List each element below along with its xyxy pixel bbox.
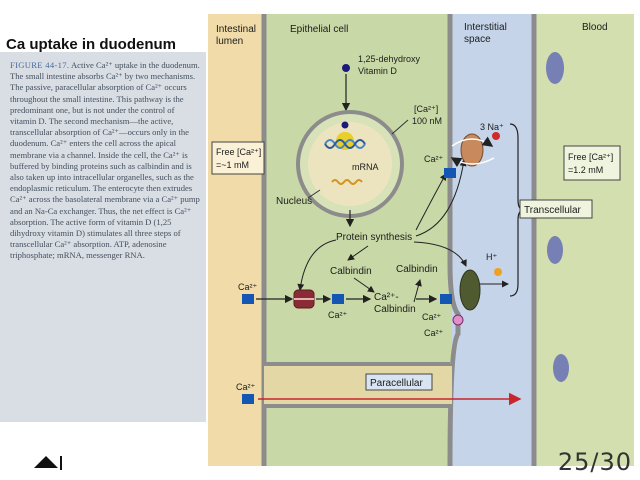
nucleus-ca-concentration-2: 100 nM bbox=[412, 116, 442, 126]
nucleus-inner bbox=[308, 122, 392, 206]
synthesis-to-channel-arrow bbox=[297, 239, 337, 291]
synthesis-to-calbindin-arrow bbox=[347, 245, 369, 261]
ca-label-lumen: Ca²⁺ bbox=[238, 282, 258, 292]
ca-er-square bbox=[444, 168, 456, 178]
ca-label-cytosol: Ca²⁺ bbox=[328, 310, 348, 320]
ca-label-pump: Ca²⁺ bbox=[424, 328, 444, 338]
exchanger-na-path bbox=[450, 157, 495, 168]
blood-cell bbox=[547, 236, 563, 264]
exchanger-ca-path bbox=[451, 136, 494, 147]
calcium-uptake-diagram: Intestinal lumen Epithelial cell Interst… bbox=[208, 14, 634, 466]
proton-ion bbox=[494, 268, 502, 276]
paracellular-label-box bbox=[365, 373, 433, 391]
interstitial-label-1: Interstitial bbox=[464, 22, 507, 33]
intestinal-lumen-region bbox=[208, 14, 264, 466]
nucleus-ca-concentration-1: [Ca²⁺] bbox=[414, 104, 438, 114]
ca-label-paracellular: Ca²⁺ bbox=[236, 382, 256, 392]
concentration-pointer bbox=[391, 119, 409, 135]
calbindin-release-arrow bbox=[413, 279, 422, 303]
textbook-page-background bbox=[0, 52, 206, 422]
transcellular-label: Transcellular bbox=[524, 205, 582, 216]
ca-cytosol-square bbox=[332, 294, 344, 304]
nucleus-pointer bbox=[307, 189, 321, 199]
free-ca-blood-2: =1.2 mM bbox=[568, 165, 603, 175]
vitamin-d-molecule bbox=[342, 64, 350, 72]
vitamin-d-label-2: Vitamin D bbox=[358, 66, 397, 76]
proton-label: H⁺ bbox=[486, 252, 497, 262]
ca-calbindin-label-2: Calbindin bbox=[374, 304, 416, 315]
blood-region bbox=[532, 14, 634, 466]
free-ca-lumen-box bbox=[211, 141, 265, 175]
slide-title: Ca uptake in duodenum bbox=[6, 36, 177, 53]
nucleus-label: Nucleus bbox=[276, 196, 312, 207]
epithelial-cell-label: Epithelial cell bbox=[290, 24, 348, 35]
caption-text: Active Ca²⁺ uptake in the duodenum. The … bbox=[10, 60, 200, 261]
ca-calbindin-label-1: Ca²⁺- bbox=[374, 292, 399, 303]
transcellular-label-box bbox=[519, 199, 593, 219]
calbindin-label-2: Calbindin bbox=[396, 264, 438, 275]
figure-caption: FIGURE 44-17. Active Ca²⁺ uptake in the … bbox=[10, 60, 202, 262]
vitamin-d-label-1: 1,25-dehydroxy bbox=[358, 54, 421, 64]
dna-helix-strand bbox=[324, 139, 366, 149]
free-ca-blood-box bbox=[563, 145, 621, 181]
mrna-label: mRNA bbox=[352, 162, 379, 172]
up-triangle-icon bbox=[34, 456, 62, 470]
free-ca-lumen-2: =~1 mM bbox=[216, 160, 249, 170]
previous-slide-button[interactable] bbox=[32, 452, 66, 472]
protein-synthesis-label: Protein synthesis bbox=[336, 232, 412, 243]
free-ca-blood-1: Free [Ca²⁺] bbox=[568, 152, 613, 162]
basolateral-membrane bbox=[447, 14, 461, 466]
tight-junction-wall bbox=[264, 362, 450, 408]
receptor-bound-vitamin-d bbox=[341, 121, 349, 129]
paracellular-label: Paracellular bbox=[370, 378, 423, 389]
na-ca-exchanger bbox=[460, 133, 484, 167]
blood-cell bbox=[546, 52, 564, 84]
ca-basolateral-square bbox=[440, 294, 452, 304]
pump-atp-site bbox=[452, 314, 464, 326]
blood-cell bbox=[553, 354, 569, 382]
calbindin-arrow-down bbox=[353, 277, 375, 293]
synthesis-to-pump-arrow bbox=[415, 159, 467, 237]
blood-label: Blood bbox=[582, 22, 608, 33]
calbindin-label-1: Calbindin bbox=[330, 266, 372, 277]
slide-counter: 25/30 bbox=[557, 448, 632, 476]
ca-paracellular-square bbox=[242, 394, 254, 404]
mrna-strand bbox=[331, 179, 363, 185]
lumen-label-1: Intestinal bbox=[216, 24, 256, 35]
ca-label-er: Ca²⁺ bbox=[424, 154, 444, 164]
vitamin-d-receptor bbox=[336, 132, 354, 150]
figure-label: FIGURE 44-17. bbox=[10, 60, 70, 70]
ca-atpase-pump bbox=[459, 269, 481, 311]
interstitial-label-2: space bbox=[464, 34, 491, 45]
lumen-label-2: lumen bbox=[216, 36, 243, 47]
ca-label-exchanger: Ca²⁺ bbox=[422, 312, 442, 322]
free-ca-lumen-1: Free [Ca²⁺] bbox=[216, 147, 261, 157]
sodium-label: 3 Na⁺ bbox=[480, 122, 504, 132]
synthesis-to-exchanger-arrow bbox=[413, 241, 467, 267]
ca-lumen-square bbox=[242, 294, 254, 304]
sodium-ion bbox=[492, 132, 500, 140]
